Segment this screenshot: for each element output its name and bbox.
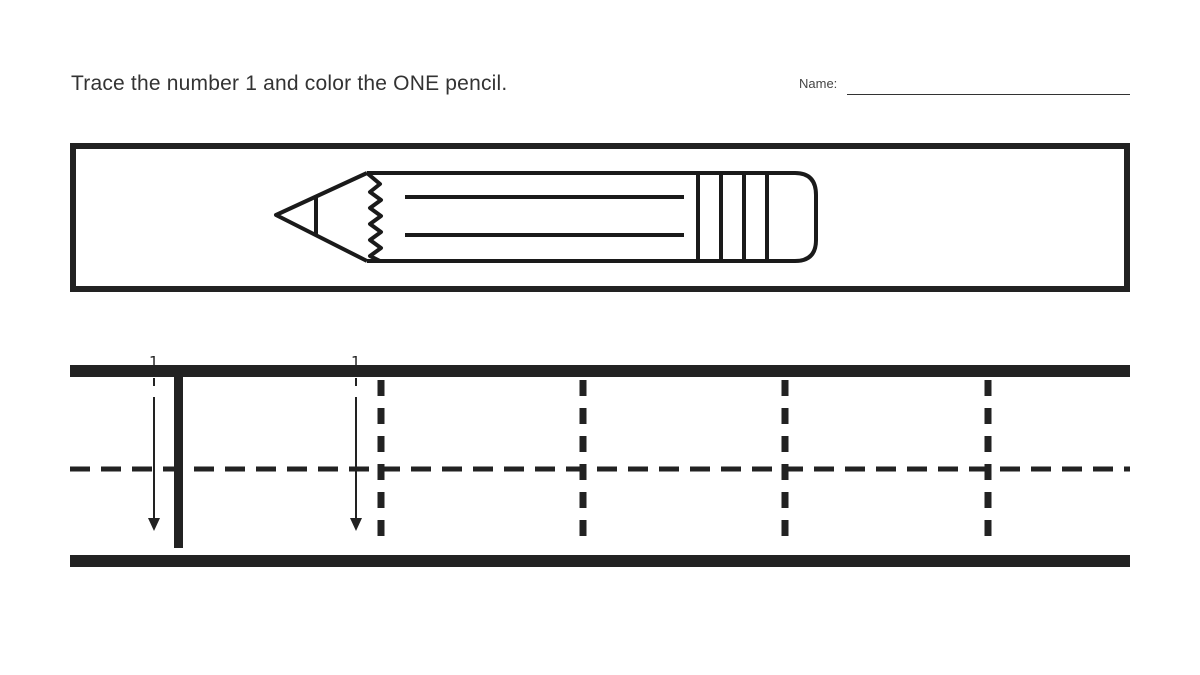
stroke-arrow-icon bbox=[350, 378, 362, 531]
name-field[interactable] bbox=[847, 94, 1130, 95]
stroke-number-label: 1 bbox=[351, 353, 361, 371]
stroke-number-label: 1 bbox=[149, 353, 159, 371]
top-guide-line bbox=[70, 365, 1130, 377]
instruction-text: Trace the number 1 and color the ONE pen… bbox=[71, 72, 508, 95]
bottom-guide-line bbox=[70, 555, 1130, 567]
name-label: Name: bbox=[799, 76, 838, 91]
stroke-arrow-icon bbox=[148, 378, 160, 531]
solid-digit-one bbox=[174, 377, 183, 548]
pencil-picture-box bbox=[70, 143, 1130, 292]
